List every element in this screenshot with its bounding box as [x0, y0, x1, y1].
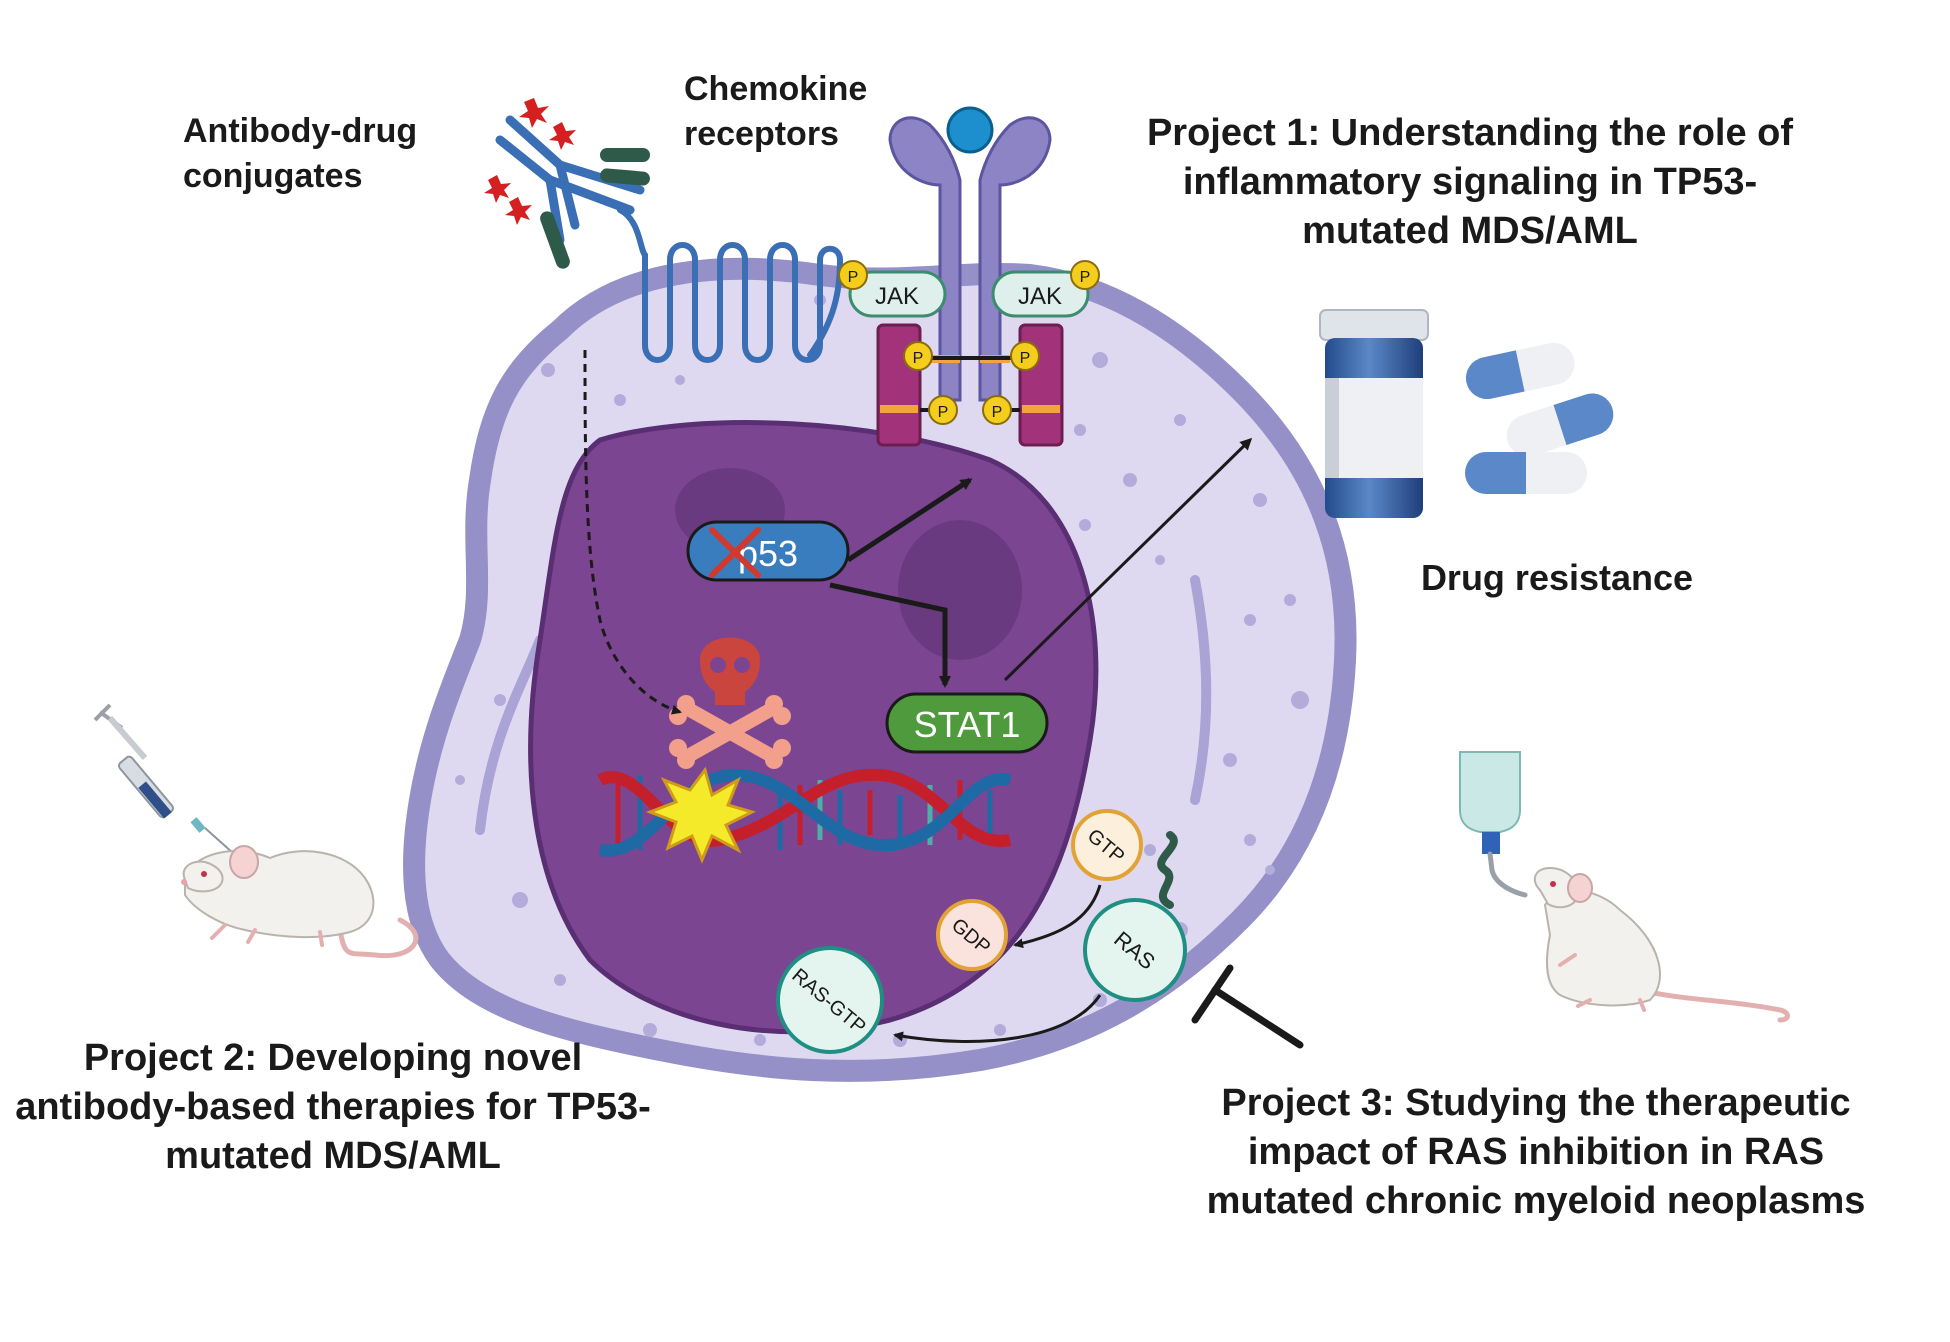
label-adc: Antibody-drug conjugates	[183, 112, 417, 195]
svg-text:P: P	[1080, 269, 1091, 286]
label-project2-line2: antibody-based therapies for TP53-	[15, 1086, 651, 1128]
dna-icon	[597, 766, 1012, 864]
label-project1-line1: Project 1: Understanding the role of	[1147, 112, 1793, 154]
gtp-node	[1071, 809, 1143, 881]
p53-to-stat1-arrow	[829, 582, 951, 688]
adc-internalization-arrow	[583, 349, 682, 715]
phosphate-group: P P P P P P	[838, 260, 1100, 425]
label-project1-line3: mutated MDS/AML	[1302, 210, 1638, 252]
jak-left-label: JAK	[875, 283, 919, 310]
syringe-icon	[93, 703, 253, 871]
ras-to-rasgtp-arrow	[893, 994, 1102, 1043]
ras-cycle: GTP GDP RAS RAS-GTP	[776, 809, 1304, 1054]
dna-damage-burst-icon	[645, 766, 757, 864]
p53-node: p53	[686, 520, 850, 582]
ras-gtp-node	[776, 946, 884, 1054]
svg-text:P: P	[848, 269, 859, 286]
label-adc-line1: Antibody-drug	[183, 112, 417, 150]
label-adc-line2: conjugates	[183, 157, 362, 195]
stat1-to-resistance-arrow	[1003, 437, 1253, 682]
mouse-icon	[1533, 866, 1790, 1023]
svg-text:P: P	[913, 350, 924, 367]
label-chemokine: Chemokine receptors	[684, 70, 867, 153]
stat1-node: STAT1	[885, 692, 1049, 754]
svg-text:P: P	[938, 404, 949, 421]
nucleolus	[898, 520, 1022, 660]
cell-inner-line	[475, 635, 545, 835]
mouse-icon	[181, 845, 419, 959]
cytokine-receptor-icon: JAK JAK P P P P P P	[838, 106, 1100, 447]
gtp-to-gdp-arrow	[1013, 884, 1102, 949]
cell-inner-line	[1190, 575, 1212, 805]
label-project3-line1: Project 3: Studying the therapeutic	[1221, 1082, 1850, 1124]
svg-text:P: P	[992, 404, 1003, 421]
label-project2-line1: Project 2: Developing novel	[84, 1037, 582, 1079]
pill-bottle-icon	[1319, 309, 1429, 518]
label-drug-resistance: Drug resistance	[1421, 557, 1693, 598]
skull-icon	[669, 637, 791, 769]
cytokine-ligand	[946, 106, 994, 154]
feeding-bottle-icon	[1459, 751, 1528, 898]
ras-node	[1083, 898, 1187, 1002]
label-project2: Project 2: Developing novel antibody-bas…	[15, 1037, 651, 1177]
cell	[403, 257, 1357, 1082]
jak-right-label: JAK	[1018, 283, 1062, 310]
label-project3-line2: impact of RAS inhibition in RAS	[1248, 1131, 1824, 1173]
label-project2-line3: mutated MDS/AML	[165, 1135, 501, 1177]
label-project1: Project 1: Understanding the role of inf…	[1147, 112, 1793, 252]
ras-tail	[1157, 831, 1178, 909]
capsule-icon	[1465, 342, 1614, 494]
svg-text:P: P	[1020, 350, 1031, 367]
label-project3-line3: mutated chronic myeloid neoplasms	[1207, 1180, 1866, 1222]
ras-inhibition-icon	[1191, 964, 1304, 1049]
stat1-label: STAT1	[914, 704, 1021, 745]
p53-to-receptor-arrow	[846, 477, 973, 563]
label-project1-line2: inflammatory signaling in TP53-	[1183, 161, 1757, 203]
gpcr-receptor-icon	[617, 207, 844, 363]
label-project3: Project 3: Studying the therapeutic impa…	[1207, 1082, 1866, 1222]
pathway-arrows	[583, 349, 1253, 715]
gdp-node	[936, 899, 1008, 971]
antibody-icon	[484, 98, 650, 269]
jak-right	[991, 270, 1090, 318]
mutation-cross-icon	[709, 527, 761, 578]
jak-left	[848, 270, 947, 318]
label-chemokine-line2: receptors	[684, 115, 839, 153]
label-chemokine-line1: Chemokine	[684, 70, 867, 108]
